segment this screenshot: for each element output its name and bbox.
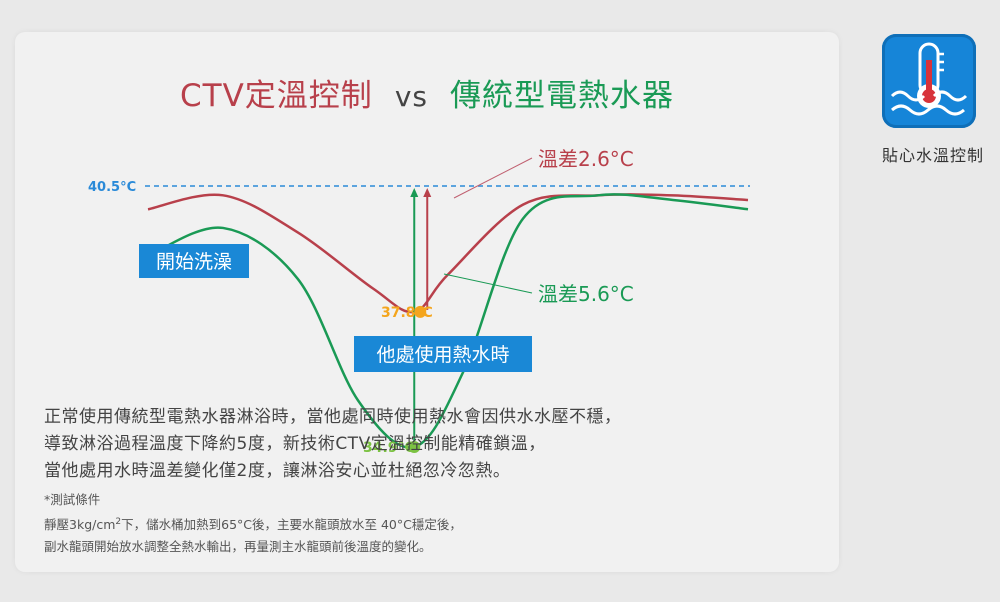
other-use-badge xyxy=(354,336,532,372)
diff-arrow-ctv-head xyxy=(423,188,432,197)
diff-label-traditional: 溫差5.6°C xyxy=(538,282,634,306)
description-text: 正常使用傳統型電熱水器淋浴時，當他處同時使用熱水會因供水水壓不穩， 導致淋浴過程… xyxy=(44,404,804,485)
note-line1-sup: 2 xyxy=(115,517,122,527)
title-vs: vs xyxy=(394,80,428,113)
point-label-34-9: 34.9°C xyxy=(363,440,415,456)
diff-label-ctv: 溫差2.6°C xyxy=(538,147,634,171)
point-ctv-min xyxy=(414,305,427,318)
test-conditions-line: 副水龍頭開始放水調整全熱水輸出，再量測主水龍頭前後溫度的變化。 xyxy=(44,539,432,555)
title-traditional: 傳統型電熱水器 xyxy=(449,78,674,114)
diff-arrow-traditional-head xyxy=(410,188,419,197)
feature-label: 貼心水溫控制 xyxy=(881,146,984,165)
reference-label: 40.5°C xyxy=(88,180,136,195)
other-use-label: 他處使用熱水時 xyxy=(376,344,509,366)
description-line: 當他處用水時溫差變化僅2度，讓淋浴安心並杜絕忽冷忽熱。 xyxy=(44,461,511,481)
point-traditional-min xyxy=(408,440,421,453)
series-line-traditional xyxy=(147,193,749,449)
callout-line-traditional xyxy=(443,273,533,294)
test-conditions-heading: *測試條件 xyxy=(44,492,101,507)
test-conditions-line: 靜壓3kg/cm2下，儲水桶加熱到65°C後，主要水龍頭放水至 40°C穩定後， xyxy=(44,511,804,536)
note-line1-pre: 靜壓3kg/cm xyxy=(44,517,116,533)
start-shower-label: 開始洗澡 xyxy=(156,251,232,273)
description-line: 正常使用傳統型電熱水器淋浴時，當他處同時使用熱水會因供水水壓不穩， xyxy=(44,407,622,427)
description-line: 導致淋浴過程溫度下降約5度，新技術CTV定溫控制能精確鎖溫， xyxy=(44,434,546,454)
title-ctv: CTV定溫控制 xyxy=(180,78,373,114)
note-line1-post: 下，儲水桶加熱到65°C後，主要水龍頭放水至 40°C穩定後， xyxy=(121,517,462,533)
callout-line-ctv xyxy=(453,157,533,199)
start-shower-badge xyxy=(139,244,249,278)
test-conditions: *測試條件 靜壓3kg/cm2下，儲水桶加熱到65°C後，主要水龍頭放水至 40… xyxy=(44,489,804,558)
thermometer-water-icon xyxy=(882,34,976,128)
chart-title: CTV定溫控制 vs 傳統型電熱水器 xyxy=(15,70,839,115)
point-label-37-8: 37.8°C xyxy=(381,305,433,321)
